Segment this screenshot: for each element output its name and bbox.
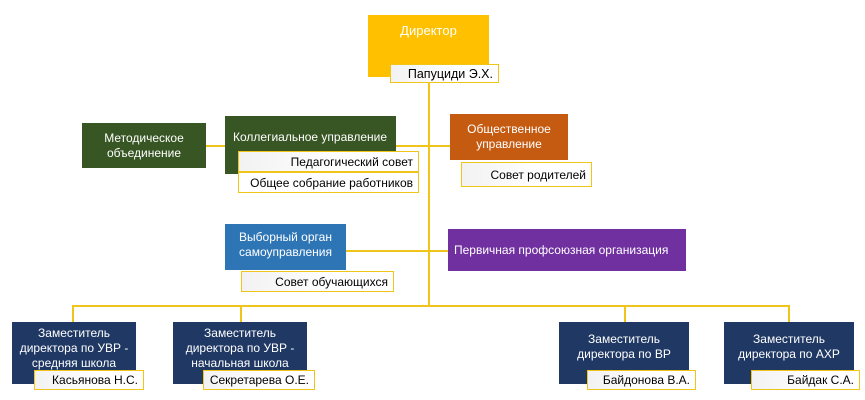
deputy-3-title: Заместитель директора по ВР — [577, 332, 671, 361]
deputy-1-drop — [72, 305, 74, 322]
director-name: Папуциди Э.Х. — [407, 66, 493, 81]
deputies-horizontal-line — [72, 305, 790, 307]
trade-union-box: Первичная профсоюзная организация — [448, 229, 686, 271]
public-management-title: Общественное управление — [467, 122, 551, 151]
collegial-item-2: Общее собрание работников — [250, 175, 413, 190]
methodical-association-box: Методическое объединение — [82, 123, 206, 168]
parents-council-box: Совет родителей — [461, 162, 592, 187]
main-vertical-line — [428, 77, 430, 306]
students-council-box: Совет обучающихся — [241, 271, 394, 292]
collegial-item-1: Педагогический совет — [290, 154, 413, 169]
self-government-title: Выборный орган самоуправления — [239, 230, 332, 259]
collegial-connector — [395, 145, 429, 147]
collegial-item-2-box: Общее собрание работников — [238, 172, 419, 193]
deputy-2-drop — [240, 305, 242, 322]
deputy-1-name: Касьянова Н.С. — [52, 373, 138, 387]
deputy-1-title: Заместитель директора по УВР - средняя ш… — [19, 326, 129, 370]
deputy-4-name: Байдак С.А. — [787, 373, 854, 387]
director-title: Директор — [400, 23, 457, 38]
deputy-1-name-box: Касьянова Н.С. — [34, 370, 144, 390]
parents-council-label: Совет родителей — [490, 167, 587, 182]
deputy-4-name-box: Байдак С.А. — [751, 370, 860, 390]
public-board-connector — [429, 145, 451, 147]
union-connector — [429, 250, 449, 252]
self-government-box: Выборный орган самоуправления — [225, 224, 346, 270]
self-government-connector — [345, 250, 429, 252]
deputy-4-drop — [788, 305, 790, 322]
deputy-3-drop — [624, 305, 626, 322]
trade-union-title: Первичная профсоюзная организация — [454, 242, 669, 257]
public-management-box: Общественное управление — [450, 114, 568, 160]
deputy-2-name: Секретарева О.Е. — [209, 373, 309, 387]
deputy-3-name-box: Байдонова В.А. — [587, 370, 696, 390]
methodical-association-title: Методическое объединение — [104, 130, 184, 160]
deputy-2-name-box: Секретарева О.Е. — [203, 370, 315, 390]
deputy-4-title: Заместитель директора по АХР — [738, 332, 840, 361]
deputy-2-title: Заместитель директора по УВР - начальная… — [185, 326, 295, 370]
collegial-management-title: Коллегиальное управление — [233, 130, 388, 144]
students-council-label: Совет обучающихся — [275, 274, 388, 289]
deputy-3-name: Байдонова В.А. — [602, 373, 690, 387]
director-name-box: Папуциди Э.Х. — [390, 64, 499, 83]
methodical-connector — [206, 145, 226, 147]
collegial-item-1-box: Педагогический совет — [238, 151, 419, 172]
